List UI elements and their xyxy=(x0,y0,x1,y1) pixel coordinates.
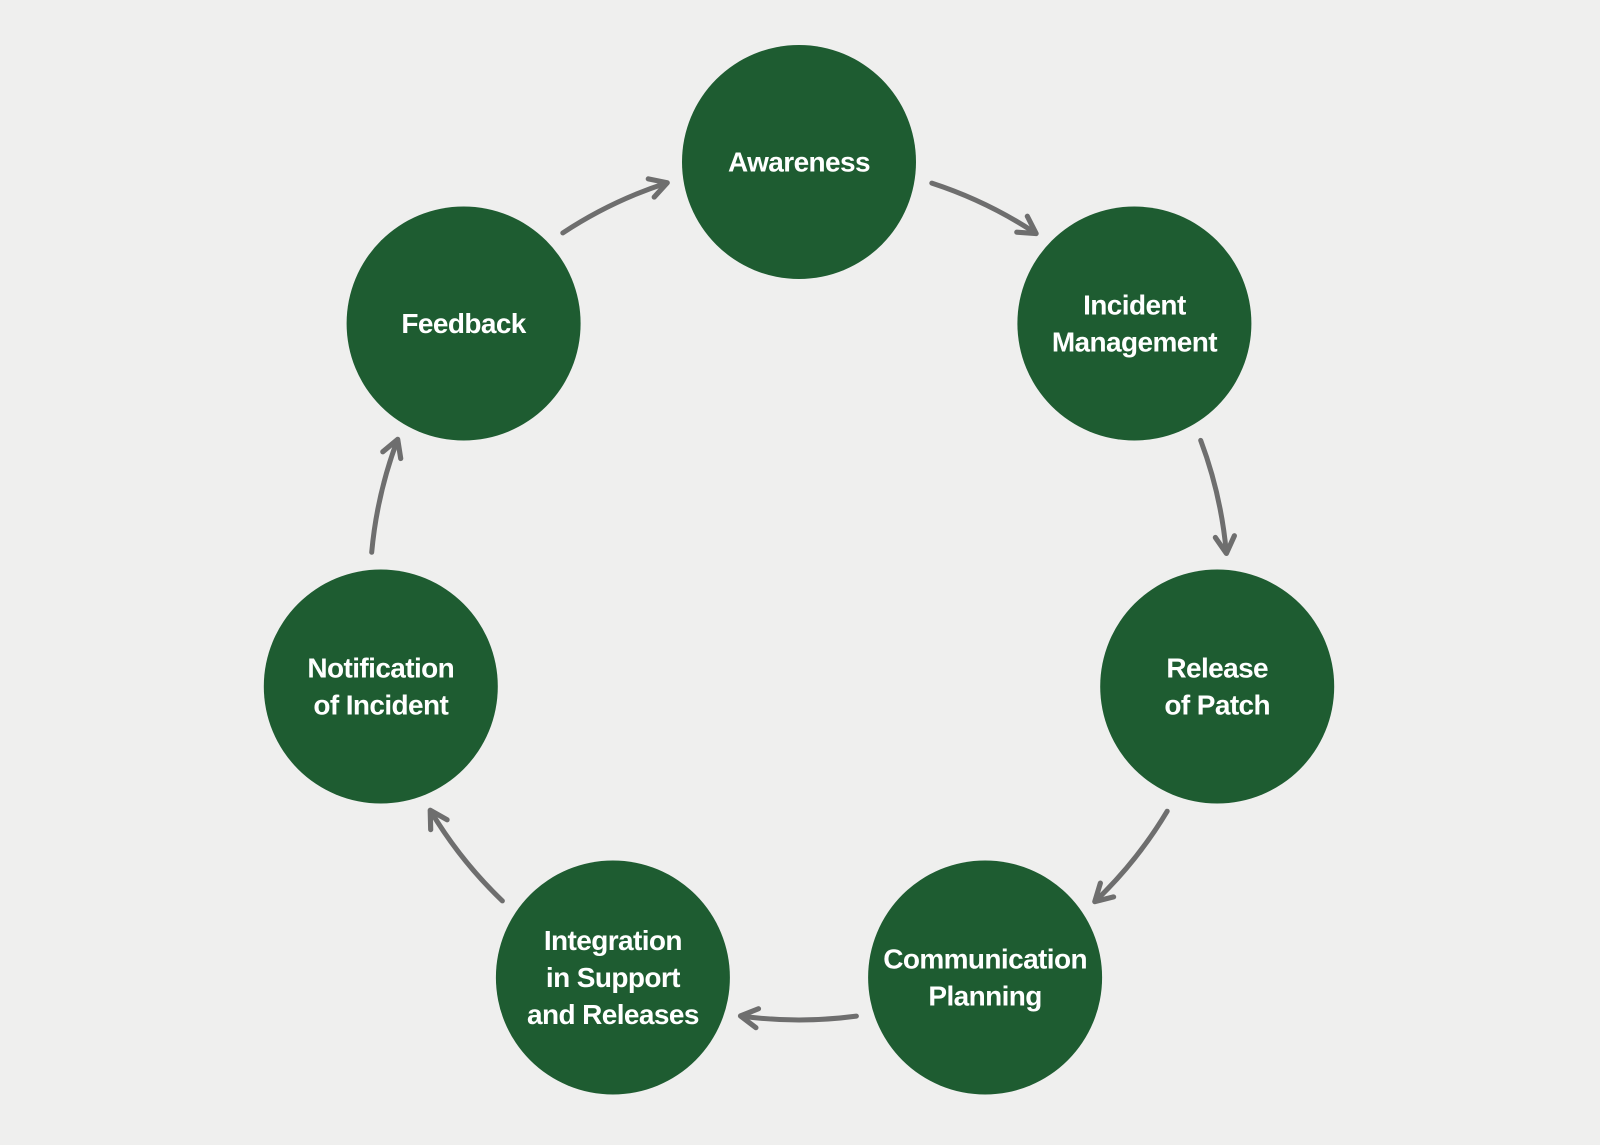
node-circle xyxy=(1100,569,1335,804)
arrow-3 xyxy=(737,1006,859,1031)
arrow-5 xyxy=(369,436,404,555)
node-awareness: Awareness xyxy=(682,45,916,279)
node-circle xyxy=(868,860,1103,1095)
node-label: Awareness xyxy=(728,147,870,178)
node-circle xyxy=(1017,206,1252,441)
node-feedback: Feedback xyxy=(346,206,581,441)
node-circle xyxy=(263,569,498,804)
node-circle xyxy=(346,206,581,441)
arrow-2 xyxy=(1092,808,1170,905)
node-circle xyxy=(495,860,730,1095)
arrow-1 xyxy=(1198,437,1237,557)
arrow-0 xyxy=(929,180,1039,237)
arrow-4 xyxy=(427,807,505,904)
node-label: Feedback xyxy=(401,308,526,339)
node-circle xyxy=(682,45,916,279)
arrow-6 xyxy=(560,176,670,236)
